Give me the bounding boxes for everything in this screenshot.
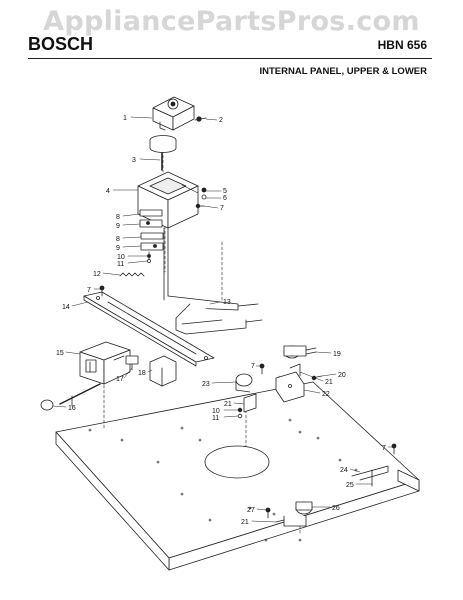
callout-21b: 21 (224, 401, 232, 408)
clip-21c (275, 515, 307, 527)
callout-13: 13 (223, 299, 231, 306)
callout-15: 15 (56, 350, 64, 357)
callout-24: 24 (340, 467, 348, 474)
callout-1: 1 (123, 115, 127, 122)
leader-lines (52, 116, 393, 523)
callout-8a: 8 (116, 214, 120, 221)
callout-12: 12 (93, 271, 101, 278)
clip-21b (243, 393, 257, 413)
callout-14: 14 (62, 304, 70, 311)
screw-20 (311, 375, 323, 381)
callout-5: 5 (223, 188, 227, 195)
motor-bracket (137, 171, 199, 229)
callout-11b: 11 (212, 415, 219, 422)
callout-9a: 9 (116, 223, 120, 230)
model-number: HBN 656 (377, 38, 427, 52)
lock-actuator-15 (59, 341, 131, 407)
callout-10b: 10 (212, 408, 220, 415)
bracket-18 (149, 355, 177, 387)
callout-21a: 21 (325, 379, 333, 386)
bracket-24-25 (351, 465, 389, 487)
callout-9b: 9 (116, 245, 120, 252)
diagram-title: INTERNAL PANEL, UPPER & LOWER (259, 66, 428, 77)
bracket-22 (275, 371, 305, 403)
screw-7b (99, 285, 105, 297)
callout-7b: 7 (87, 287, 91, 294)
sensor-23 (235, 373, 253, 393)
header-rule (28, 58, 432, 59)
callout-4: 4 (106, 188, 110, 195)
callout-7d: 7 (382, 445, 386, 452)
callout-21c: 21 (241, 519, 249, 526)
callout-17: 17 (116, 376, 124, 383)
screw-7d (391, 443, 397, 455)
brand-logo-text: BOSCH (28, 34, 94, 54)
callout-20: 20 (338, 372, 346, 379)
callout-25: 25 (346, 482, 354, 489)
callout-11a: 11 (117, 261, 124, 268)
callout-7c: 7 (251, 363, 255, 370)
callout-18: 18 (138, 370, 146, 377)
thermostat-19 (283, 345, 317, 359)
drive-rod (163, 227, 169, 301)
callout-10a: 10 (117, 254, 125, 261)
callout-8b: 8 (116, 236, 120, 243)
rail-14 (83, 291, 215, 367)
switch-stack (139, 209, 164, 263)
screw-7c (259, 363, 265, 375)
thermostat-26 (295, 501, 313, 515)
callout-19: 19 (333, 351, 341, 358)
callout-23: 23 (202, 381, 210, 388)
micro-switch-17 (125, 355, 139, 371)
motor-assembly (152, 96, 195, 131)
callout-labels: 1 2 3 4 5 6 7 8 9 8 9 10 11 12 7 13 14 1… (56, 115, 386, 526)
screws-5-6-7 (195, 187, 207, 209)
callout-3: 3 (132, 157, 136, 164)
callout-22: 22 (322, 391, 330, 398)
callout-16: 16 (68, 405, 76, 412)
screw-2 (194, 116, 207, 122)
callout-2: 2 (219, 117, 223, 124)
callout-6: 6 (223, 195, 227, 202)
knob-16 (40, 399, 54, 411)
callout-7a: 7 (220, 205, 224, 212)
lever-13 (167, 295, 263, 335)
callout-26: 26 (332, 505, 340, 512)
spring-12 (119, 272, 145, 277)
callout-27: 27 (247, 507, 255, 514)
cam-hub (149, 135, 177, 153)
